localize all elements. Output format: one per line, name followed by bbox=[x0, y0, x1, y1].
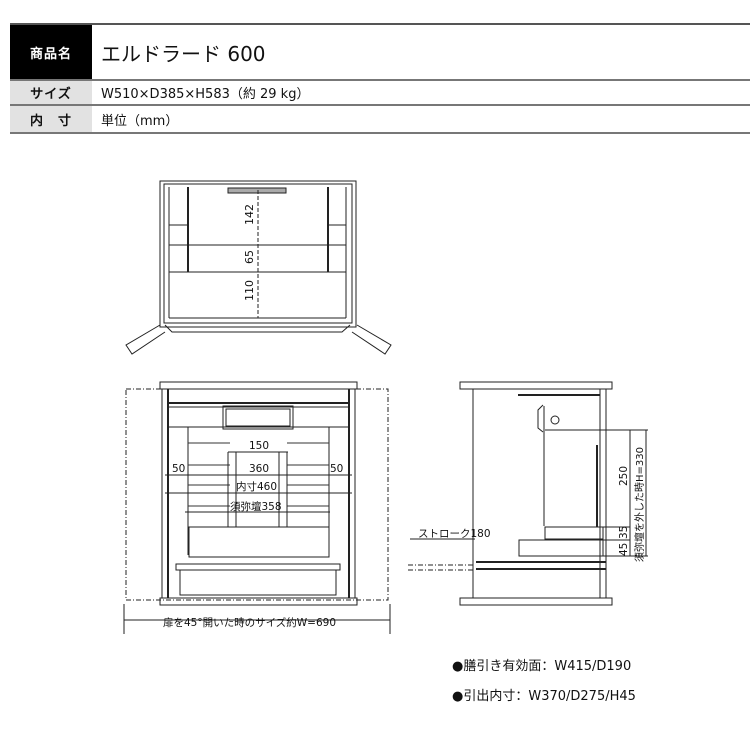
dim-360: 360 bbox=[249, 463, 269, 475]
front-view: 150 360 50 50 内寸460 須弥壇358 扉を45°開いた時のサイズ… bbox=[123, 381, 391, 634]
dim-50-right: 50 bbox=[330, 463, 343, 475]
sumidan-width-358: 須弥壇358 bbox=[230, 500, 282, 513]
spec-row-name: 商品名 エルドラード 600 bbox=[10, 23, 750, 81]
name-label: 商品名 bbox=[10, 25, 92, 79]
height-without-sumidan: 須弥壇を外した時H=330 bbox=[633, 447, 646, 562]
stroke-180: ストローク180 bbox=[418, 528, 491, 540]
dim-110: 110 bbox=[243, 280, 256, 301]
top-view: 142 65 110 bbox=[125, 180, 392, 355]
size-label: サイズ bbox=[10, 81, 92, 104]
note-drawer: ●引出内寸：W370/D275/H45 bbox=[452, 689, 636, 704]
dim-150: 150 bbox=[249, 440, 269, 452]
open-width-note: 扉を45°開いた時のサイズ約W=690 bbox=[163, 616, 336, 629]
note-zenbiki: ●膳引き有効面：W415/D190 bbox=[452, 659, 632, 674]
dim-35: 35 bbox=[618, 526, 630, 539]
inner-width-460: 内寸460 bbox=[236, 480, 277, 493]
inner-value: 単位（mm） bbox=[101, 113, 179, 129]
side-view: ストローク180 250 45 35 須弥壇を外した時H=330 bbox=[408, 381, 648, 606]
dim-50-left: 50 bbox=[172, 463, 185, 475]
spec-row-inner: 内 寸 単位（mm） bbox=[10, 106, 750, 134]
spec-table: 商品名 エルドラード 600 サイズ W510×D385×H583（約 29 k… bbox=[10, 23, 750, 134]
spec-row-size: サイズ W510×D385×H583（約 29 kg） bbox=[10, 81, 750, 106]
dim-65: 65 bbox=[243, 250, 256, 264]
inner-label: 内 寸 bbox=[10, 106, 92, 132]
dim-142: 142 bbox=[243, 204, 256, 225]
dim-45: 45 bbox=[618, 543, 630, 556]
size-value: W510×D385×H583（約 29 kg） bbox=[101, 87, 310, 102]
notes: ●膳引き有効面：W415/D190 ●引出内寸：W370/D275/H45 bbox=[452, 652, 636, 712]
product-name: エルドラード 600 bbox=[101, 41, 266, 66]
dim-250: 250 bbox=[618, 466, 630, 486]
